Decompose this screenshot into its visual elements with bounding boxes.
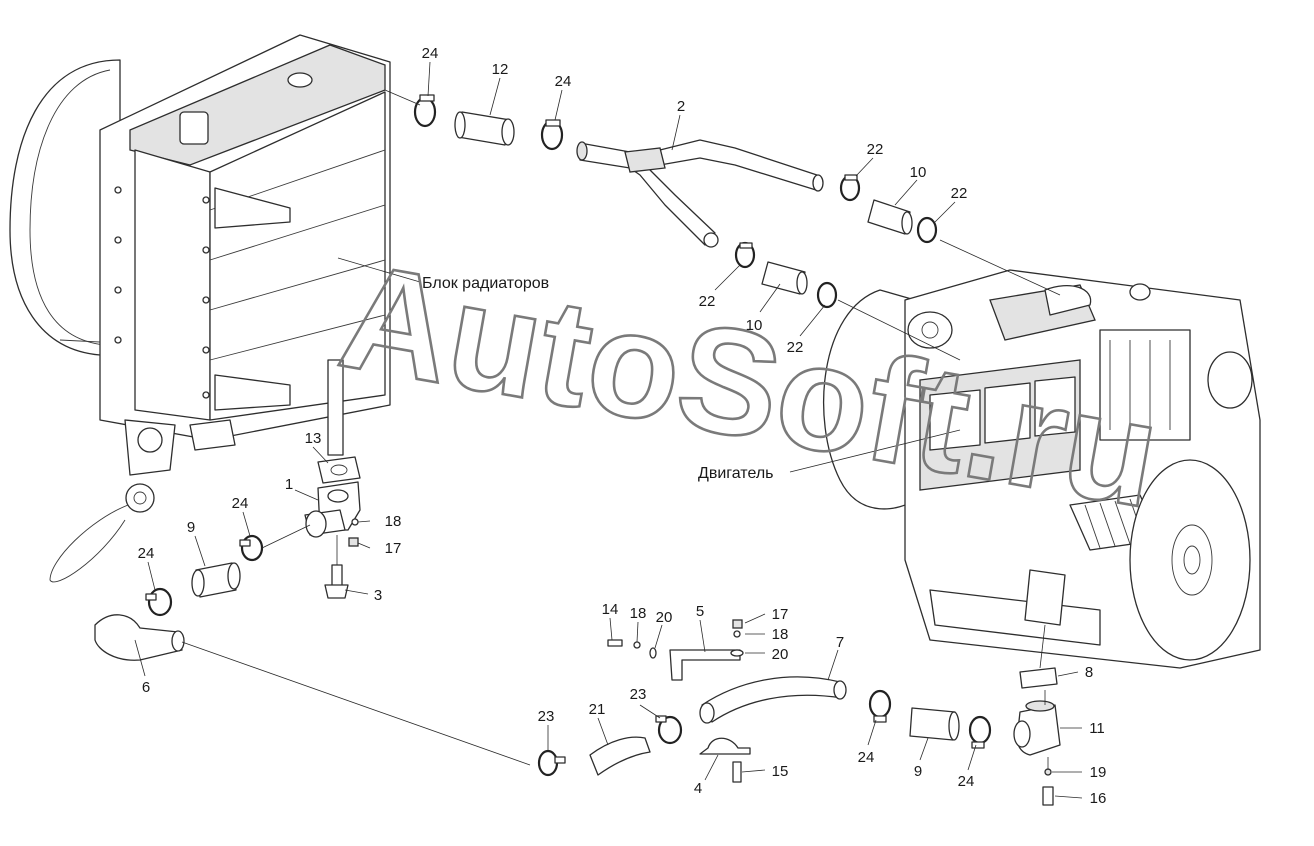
callout-22: 22 (867, 141, 884, 158)
bottom-pipe-run (537, 619, 1061, 806)
bolt-14 (607, 639, 623, 647)
callout-6: 6 (142, 679, 150, 696)
callout-21: 21 (589, 701, 606, 718)
callout-1: 1 (285, 476, 293, 493)
nut-17-b (732, 619, 743, 629)
callout-23: 23 (630, 686, 647, 703)
callout-17: 17 (385, 540, 402, 557)
callout-10: 10 (910, 164, 927, 181)
bracket-5 (669, 649, 741, 681)
callout-15: 15 (772, 763, 789, 780)
washer-20-b (730, 649, 744, 657)
radiator-block (9, 34, 391, 583)
callout-leaders (134, 61, 1083, 799)
clamp-23-a (537, 749, 559, 777)
callout-18: 18 (630, 605, 647, 622)
left-lower-pipe-run (94, 456, 531, 766)
callout-20: 20 (656, 609, 673, 626)
gasket-13 (317, 456, 361, 484)
upper-pipe-run (384, 89, 1061, 361)
callout-4: 4 (694, 780, 702, 797)
callout-5: 5 (696, 603, 704, 620)
callout-24: 24 (958, 773, 975, 790)
washer-18-b (633, 641, 641, 649)
clamp-23-b (657, 715, 683, 745)
clamp-24-upper-a (413, 96, 437, 128)
callout-10: 10 (746, 317, 763, 334)
callout-18: 18 (772, 626, 789, 643)
callout-18: 18 (385, 513, 402, 530)
washer-18-a (351, 518, 359, 526)
hose-21 (589, 736, 651, 776)
callout-8: 8 (1085, 664, 1093, 681)
callout-24: 24 (555, 73, 572, 90)
callout-22: 22 (787, 339, 804, 356)
washer-20-a (649, 647, 657, 659)
callout-numbers: 24 12 24 2 22 10 22 22 10 22 13 1 18 17 … (138, 45, 1107, 807)
washer-18-c (733, 630, 741, 638)
bolt-15 (732, 761, 742, 783)
callout-20: 20 (772, 646, 789, 663)
clamp-24-right-b (968, 715, 992, 745)
callout-2: 2 (677, 98, 685, 115)
clamp-4 (699, 737, 751, 755)
clamp-22-d (816, 281, 838, 309)
hose-9-right (909, 707, 956, 741)
caption-engine: Двигатель (698, 465, 774, 482)
gasket-8 (1019, 667, 1058, 689)
y-pipe-2 (579, 139, 821, 246)
hose-10-upper (867, 199, 911, 235)
callout-3: 3 (374, 587, 382, 604)
callout-22: 22 (699, 293, 716, 310)
callout-14: 14 (602, 601, 619, 618)
clamp-22-b (916, 216, 938, 244)
callout-22: 22 (951, 185, 968, 202)
callout-24: 24 (232, 495, 249, 512)
callout-12: 12 (492, 61, 509, 78)
callout-16: 16 (1090, 790, 1107, 807)
caption-radiator-block: Блок радиаторов (422, 275, 549, 292)
callout-17: 17 (772, 606, 789, 623)
engine (823, 269, 1261, 669)
callout-24: 24 (138, 545, 155, 562)
callout-9: 9 (187, 519, 195, 536)
callout-7: 7 (836, 634, 844, 651)
bolt-16 (1042, 786, 1054, 806)
callout-11: 11 (1089, 720, 1105, 737)
callout-24: 24 (858, 749, 875, 766)
hose-10-lower (761, 261, 806, 295)
callout-23: 23 (538, 708, 555, 725)
hose-6 (94, 614, 183, 661)
clamp-24-right-a (868, 689, 892, 719)
callout-13: 13 (305, 430, 322, 447)
nut-17-a (348, 537, 359, 547)
callout-9: 9 (914, 763, 922, 780)
callout-19: 19 (1090, 764, 1107, 781)
clamp-24-left-b (147, 587, 173, 617)
callout-24: 24 (422, 45, 439, 62)
pipe-7 (701, 676, 843, 723)
